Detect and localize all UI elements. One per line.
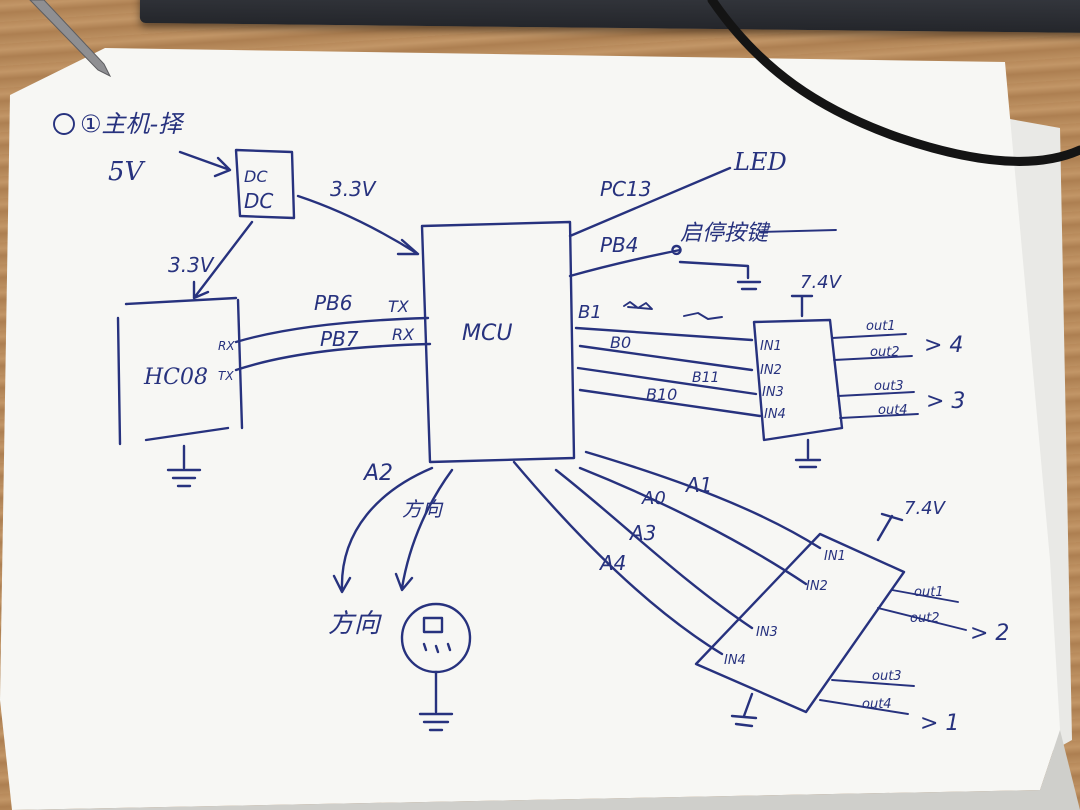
dcdc-bottom-label: DC [244, 189, 273, 213]
wire-dcdc-to-hc08 [192, 220, 254, 300]
wire-a1 [584, 450, 822, 550]
dcdc-converter: DC DC [234, 148, 296, 220]
mcu-label: MCU [462, 321, 512, 346]
b1-label: B1 [578, 302, 602, 323]
driver2-power-wire [876, 512, 904, 542]
pc13-label: PC13 [600, 177, 651, 201]
wire-a3 [554, 468, 754, 630]
button-ground [736, 280, 762, 291]
wire-b11 [576, 366, 758, 396]
mcu-rx-label: RX [392, 325, 415, 344]
pb7-label: PB7 [320, 327, 359, 351]
wire-b1 [574, 326, 754, 342]
driver1-in4-label: IN4 [764, 407, 786, 422]
button-line-extend [759, 229, 837, 233]
driver1-in1-label: IN1 [760, 339, 782, 354]
power-in-label: 5V [108, 157, 146, 187]
wire-pb6 [234, 316, 430, 344]
b11-label: B11 [692, 370, 719, 386]
motor-driver-bottom: IN1 IN2 IN3 IN4 [694, 532, 906, 728]
wire-a2 [332, 466, 434, 594]
driver1-out3-label: out3 [874, 379, 904, 394]
driver1-in3-label: IN3 [762, 385, 784, 400]
driver2-out2-label: out2 [910, 611, 940, 626]
wire-pc13-led [568, 166, 732, 238]
driver1-power-wire [790, 294, 814, 318]
driver2-power-label: 7.4V [904, 498, 947, 519]
driver1-out1-label: out1 [866, 319, 896, 334]
wire-a0 [578, 466, 808, 586]
hc08-label: HC08 [143, 365, 208, 390]
driver2-in2-label: IN2 [806, 579, 828, 594]
pb4-label: PB4 [600, 233, 639, 257]
driver2-in4-label: IN4 [724, 653, 746, 668]
motor-4-label: > 4 [924, 333, 963, 358]
motor-2-label: > 2 [970, 621, 1009, 646]
a2-label: A2 [362, 461, 393, 486]
driver1-in2-label: IN2 [760, 363, 782, 378]
motor-driver-top: IN1 IN2 IN3 IN4 [752, 318, 844, 469]
pb4-target-label: 启停按键 [680, 221, 771, 246]
a4-label: A4 [598, 551, 626, 575]
hc08-tx-label: TX [218, 369, 234, 383]
driver2-in3-label: IN3 [756, 625, 778, 640]
wire-dir [394, 468, 454, 592]
rail-mcu-label: 3.3V [330, 177, 377, 201]
motor-1-label: > 1 [920, 711, 959, 736]
driver2-ground [730, 692, 758, 728]
hc08-ground [166, 444, 202, 488]
wire-dcdc-to-mcu [296, 194, 420, 256]
driver1-power-label: 7.4V [800, 272, 843, 293]
dcdc-top-label: DC [244, 167, 268, 186]
paper-shadow [12, 730, 1080, 810]
driver2-out-wires [819, 589, 967, 715]
wire-a4 [512, 460, 724, 656]
driver1-out-wires [831, 333, 919, 419]
driver1-ground [794, 438, 822, 469]
b0-label: B0 [610, 333, 631, 352]
rail-hc08-label: 3.3V [168, 253, 215, 277]
scribble-1 [623, 301, 723, 320]
mcu-tx-label: TX [388, 297, 410, 316]
pen-tip [29, 0, 112, 78]
wire-b0 [578, 344, 754, 372]
driver2-in1-label: IN1 [824, 549, 846, 564]
wire-b10 [578, 388, 762, 418]
note-header-text: ①主机-择 [80, 110, 185, 138]
black-cable [707, 0, 1080, 166]
led-label: LED [733, 148, 787, 176]
b10-label: B10 [646, 385, 677, 404]
pb6-label: PB6 [314, 291, 353, 315]
arrow-to-dcdc [178, 150, 232, 178]
driver2-out3-label: out3 [872, 669, 902, 684]
dir-target-label: 方向 [328, 609, 382, 639]
motor-3-label: > 3 [926, 389, 965, 414]
wire-pb7 [234, 342, 432, 372]
wire-pb4 [568, 244, 750, 280]
mcu-block: MCU [420, 220, 576, 464]
hc08-module: HC08 RX TX [116, 296, 244, 488]
buzzer [400, 602, 472, 732]
hc08-rx-label: RX [218, 339, 235, 353]
paper-sheet [0, 48, 1060, 810]
note-header: ①主机-择 [53, 110, 185, 138]
